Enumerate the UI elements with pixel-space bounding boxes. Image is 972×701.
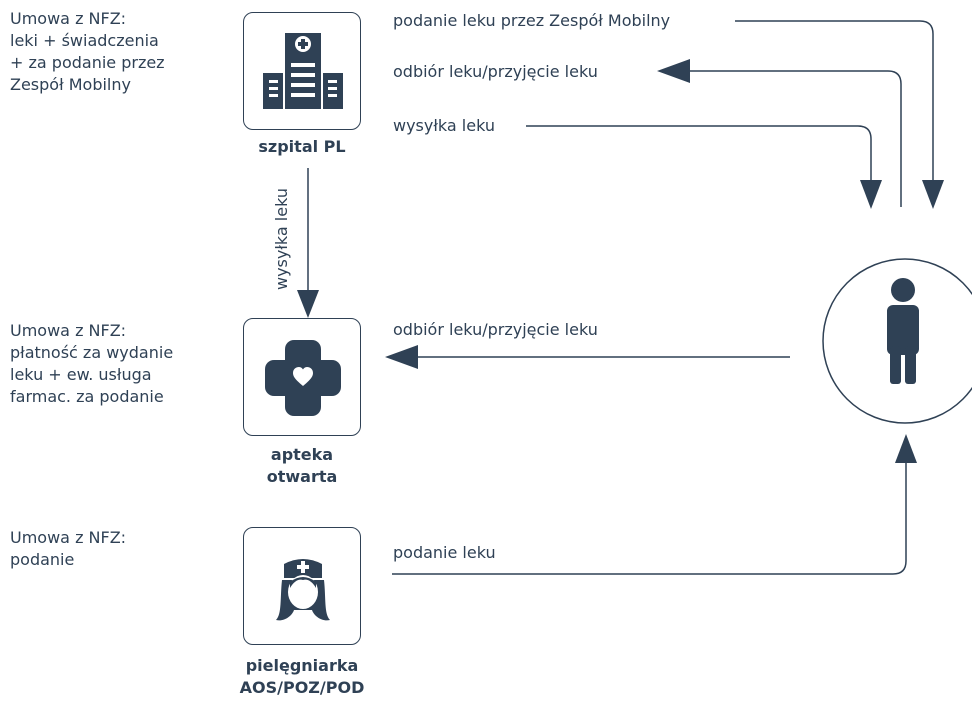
nurse-icon: [276, 559, 330, 621]
arrowhead-down: [860, 180, 882, 209]
hospital-caption: szpital PL: [243, 136, 361, 158]
flow-mobile-team-line: [735, 20, 934, 180]
pharmacy-contract-note: Umowa z NFZ: płatność za wydanie leku + …: [10, 320, 173, 408]
arrowhead-down: [922, 180, 944, 209]
note-line: Umowa z NFZ:: [10, 321, 127, 340]
note-line: Umowa z NFZ:: [10, 9, 127, 28]
flow-label-nurse-admin: podanie leku: [393, 543, 496, 562]
arrowhead-left: [657, 59, 690, 83]
hospital-contract-note: Umowa z NFZ: leki + świadczenia + za pod…: [10, 8, 165, 96]
note-line: Zespół Mobilny: [10, 75, 131, 94]
flow-label-pickup-hospital: odbiór leku/przyjęcie leku: [393, 62, 598, 81]
patient-node: [822, 258, 972, 424]
caption-line: apteka: [270, 445, 334, 464]
flow-shipping-patient-line: [526, 125, 872, 180]
nurse-node: [243, 527, 361, 645]
nurse-contract-note: Umowa z NFZ: podanie: [10, 527, 126, 571]
flow-label-mobile-team: podanie leku przez Zespół Mobilny: [393, 11, 671, 30]
flow-label-shipping-patient: wysyłka leku: [393, 116, 495, 135]
flow-nurse-admin-line: [392, 463, 907, 575]
medical-cross-heart-icon: [265, 340, 341, 416]
arrowhead-left: [385, 345, 418, 369]
caption-line: pielęgniarka: [245, 656, 359, 675]
note-line: farmac. za podanie: [10, 387, 164, 406]
hospital-node: [243, 12, 361, 130]
pharmacy-caption: apteka otwarta: [243, 444, 361, 488]
flow-label-shipping-pharmacy: wysyłka leku: [272, 188, 291, 290]
note-line: leki + świadczenia: [10, 31, 159, 50]
person-icon: [887, 278, 919, 384]
hospital-icon: [263, 33, 343, 109]
flow-pickup-hospital-line: [690, 70, 902, 207]
caption-line: otwarta: [266, 467, 338, 486]
pharmacy-node: [243, 318, 361, 436]
note-line: podanie: [10, 550, 75, 569]
caption-line: AOS/POZ/POD: [239, 678, 365, 697]
note-line: płatność za wydanie: [10, 343, 174, 362]
arrowhead-down: [297, 290, 319, 318]
note-line: Umowa z NFZ:: [10, 528, 127, 547]
nurse-caption: pielęgniarka AOS/POZ/POD: [223, 655, 381, 699]
caption-line: szpital PL: [258, 137, 346, 156]
flow-label-pickup-pharmacy: odbiór leku/przyjęcie leku: [393, 320, 598, 339]
note-line: leku + ew. usługa: [10, 365, 152, 384]
note-line: + za podanie przez: [10, 53, 165, 72]
arrowhead-up: [895, 434, 917, 463]
